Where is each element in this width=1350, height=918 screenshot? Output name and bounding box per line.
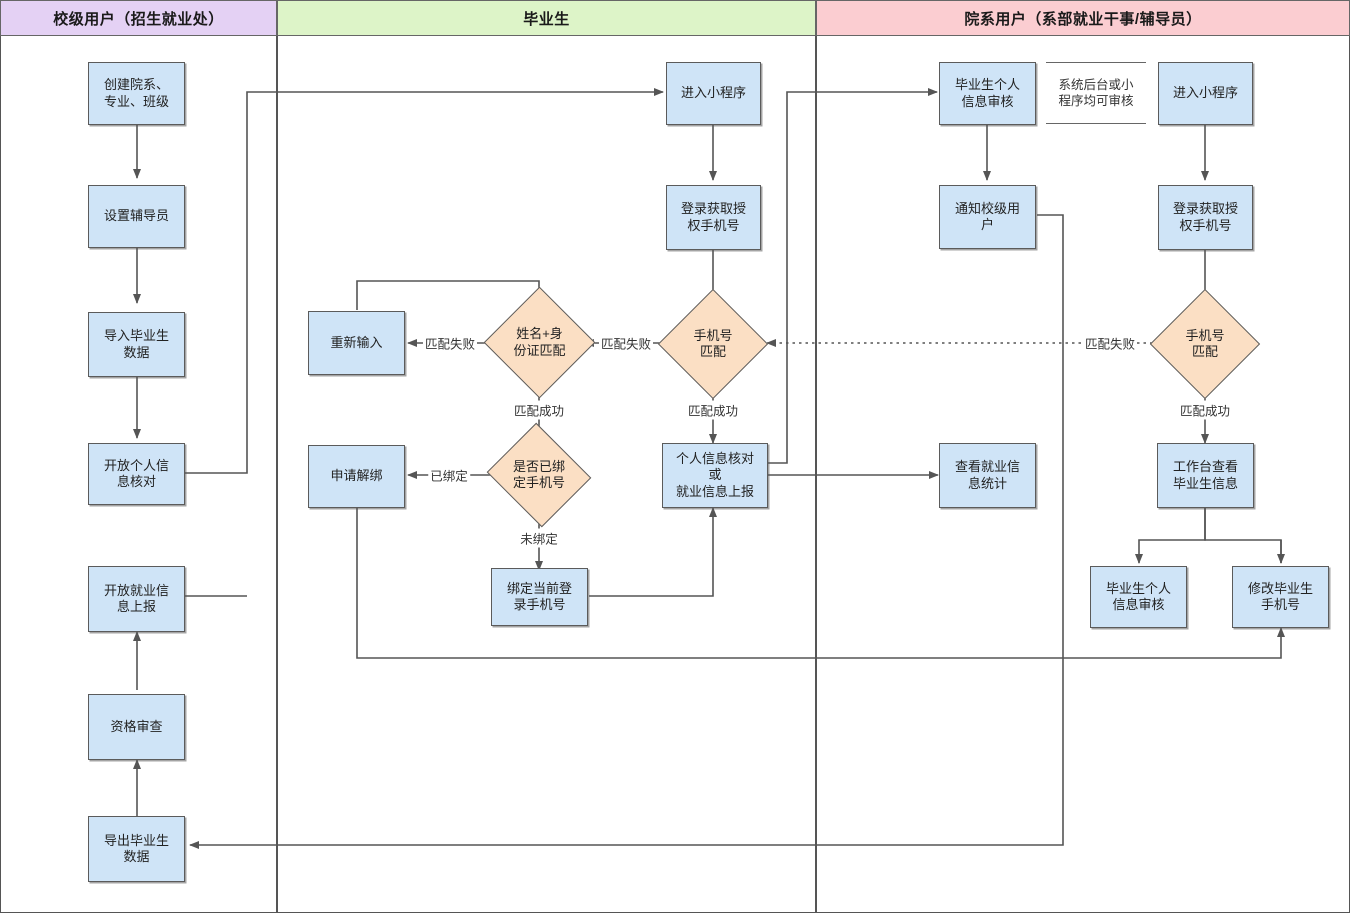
node-login-get-phone-dept[interactable]: 登录获取授 权手机号 (1158, 185, 1253, 250)
node-login-get-phone-grad[interactable]: 登录获取授 权手机号 (666, 185, 761, 250)
node-export-grad-data[interactable]: 导出毕业生 数据 (88, 816, 185, 882)
edge-label-match-fail-2: 匹配失败 (422, 333, 478, 353)
node-modify-grad-phone[interactable]: 修改毕业生 手机号 (1232, 566, 1329, 628)
node-name-id-match[interactable]: 姓名+身 份证匹配 (483, 286, 596, 399)
edge-label-match-ok-2: 匹配成功 (685, 400, 741, 420)
node-label: 毕业生个人 信息审核 (954, 77, 1020, 109)
node-set-counselor[interactable]: 设置辅导员 (88, 185, 185, 248)
node-qualification-review[interactable]: 资格审查 (88, 694, 185, 760)
node-label: 开放个人信 息核对 (103, 457, 169, 489)
node-re-input[interactable]: 重新输入 (308, 311, 405, 375)
node-grad-personal-audit-bottom[interactable]: 毕业生个人 信息审核 (1090, 566, 1187, 628)
node-label: 姓名+身 份证匹配 (513, 326, 566, 358)
node-personal-check-or-report[interactable]: 个人信息核对 或 就业信息上报 (662, 443, 768, 508)
edge-label-match-ok-3: 匹配成功 (1177, 400, 1233, 420)
lane-body-school (0, 36, 277, 913)
node-bind-current-phone[interactable]: 绑定当前登 录手机号 (491, 568, 588, 626)
node-label: 进入小程序 (680, 85, 746, 101)
node-view-job-stats[interactable]: 查看就业信 息统计 (939, 443, 1036, 508)
node-label: 手机号 匹配 (693, 327, 733, 359)
node-label: 修改毕业生 手机号 (1247, 580, 1313, 612)
node-phone-match-dept[interactable]: 手机号 匹配 (1149, 288, 1261, 400)
node-enter-miniprogram-grad[interactable]: 进入小程序 (666, 62, 761, 125)
node-label: 开放就业信 息上报 (103, 582, 169, 614)
node-label: 导入毕业生 数据 (103, 328, 169, 360)
node-label: 个人信息核对 或 就业信息上报 (675, 451, 754, 499)
node-apply-unbind[interactable]: 申请解绑 (308, 445, 405, 508)
edge-label-match-fail-1: 匹配失败 (598, 333, 654, 353)
node-label: 资格审查 (110, 718, 163, 734)
node-label: 登录获取授 权手机号 (1172, 201, 1238, 233)
edge-label-match-fail-3: 匹配失败 (1082, 333, 1138, 353)
lane-label-department: 院系用户（系部就业干事/辅导员） (964, 10, 1202, 28)
node-notify-school-user[interactable]: 通知校级用 户 (939, 185, 1036, 249)
node-import-grad-data[interactable]: 导入毕业生 数据 (88, 312, 185, 377)
node-label: 重新输入 (330, 334, 383, 350)
lane-header-department: 院系用户（系部就业干事/辅导员） (816, 0, 1350, 36)
lane-header-graduate: 毕业生 (277, 0, 816, 36)
node-label: 进入小程序 (1172, 85, 1238, 101)
node-label: 绑定当前登 录手机号 (506, 580, 572, 612)
note-text: 系统后台或小 程序均可审核 (1058, 77, 1134, 108)
node-label: 工作台查看 毕业生信息 (1172, 459, 1238, 491)
node-open-personal-check[interactable]: 开放个人信 息核对 (88, 443, 185, 505)
node-label: 是否已绑 定手机号 (512, 458, 565, 490)
node-label: 登录获取授 权手机号 (680, 201, 746, 233)
node-enter-miniprogram-dept[interactable]: 进入小程序 (1158, 62, 1253, 125)
node-label: 手机号 匹配 (1185, 327, 1225, 359)
node-create-org[interactable]: 创建院系、 专业、班级 (88, 62, 185, 125)
edge-label-unbound: 未绑定 (518, 528, 560, 548)
lane-label-school: 校级用户（招生就业处） (53, 10, 224, 28)
node-label: 申请解绑 (330, 468, 383, 484)
lane-body-department (816, 36, 1350, 913)
lane-header-school: 校级用户（招生就业处） (0, 0, 277, 36)
node-label: 查看就业信 息统计 (954, 459, 1020, 491)
node-label: 创建院系、 专业、班级 (103, 77, 169, 109)
node-open-job-report[interactable]: 开放就业信 息上报 (88, 566, 185, 632)
node-grad-personal-audit-top[interactable]: 毕业生个人 信息审核 (939, 62, 1036, 125)
node-label: 导出毕业生 数据 (103, 832, 169, 864)
node-is-phone-bound[interactable]: 是否已绑 定手机号 (486, 422, 592, 528)
lane-body-graduate (277, 36, 816, 913)
node-label: 通知校级用 户 (954, 200, 1020, 232)
node-workbench-view-grad[interactable]: 工作台查看 毕业生信息 (1157, 443, 1254, 508)
note-audit-scope: 系统后台或小 程序均可审核 (1046, 62, 1146, 124)
lane-label-graduate: 毕业生 (523, 10, 570, 28)
node-label: 设置辅导员 (103, 208, 169, 224)
edge-label-match-ok-1: 匹配成功 (511, 400, 567, 420)
node-label: 毕业生个人 信息审核 (1105, 580, 1171, 612)
edge-label-bound: 已绑定 (428, 465, 470, 485)
node-phone-match-grad[interactable]: 手机号 匹配 (657, 288, 769, 400)
